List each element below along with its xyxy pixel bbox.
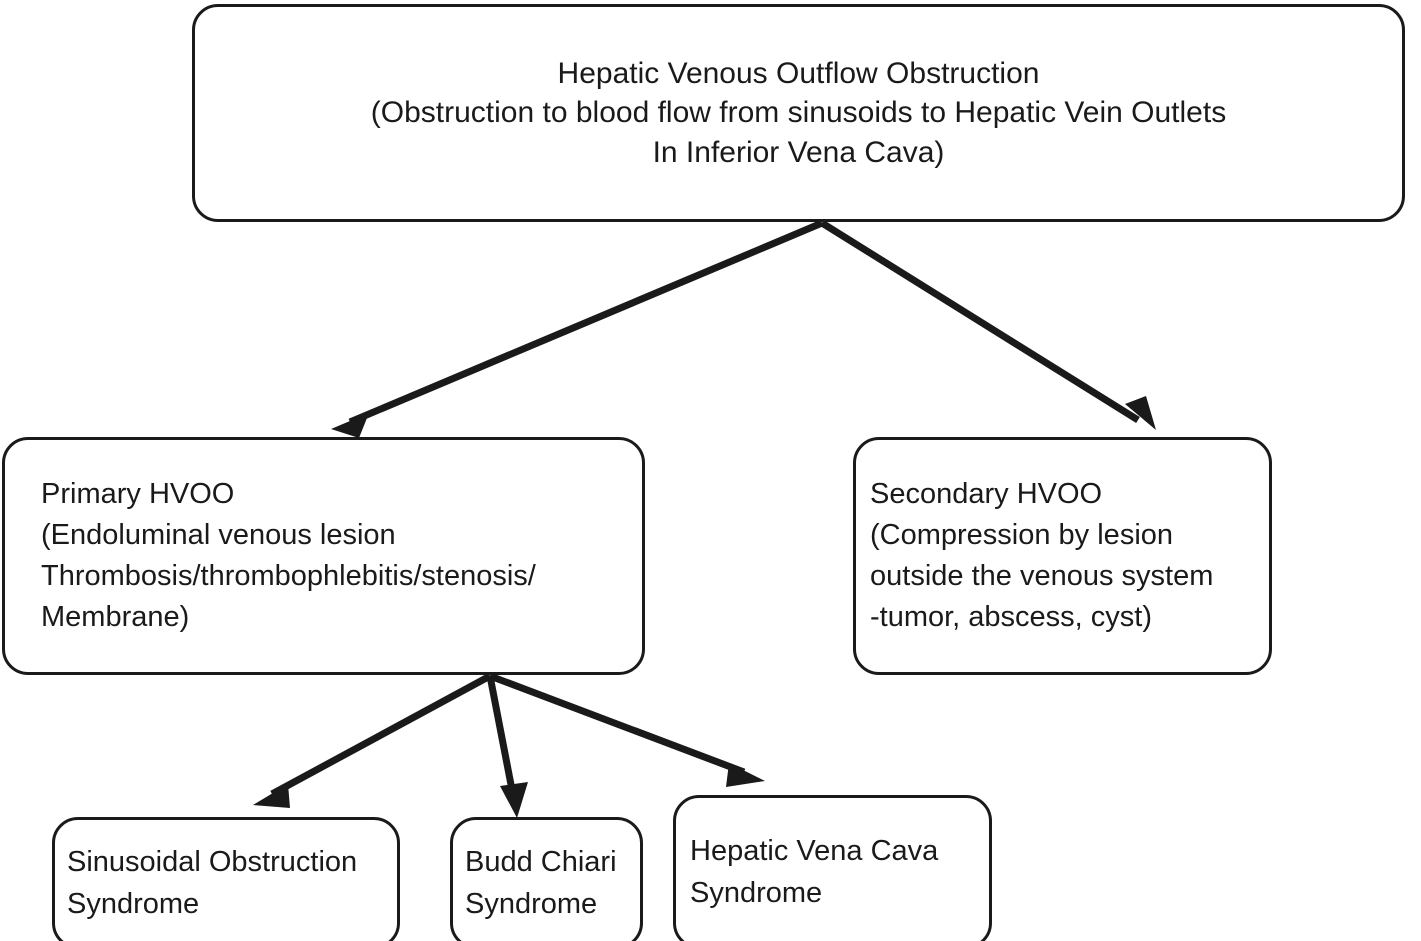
node-hepatic-venous-outflow-obstruction: Hepatic Venous Outflow Obstruction (Obst… xyxy=(192,4,1405,222)
node-primary-hvoo: Primary HVOO (Endoluminal venous lesion … xyxy=(2,437,645,675)
edge-root-to-primary xyxy=(331,219,824,438)
node-primary-label: Primary HVOO (Endoluminal venous lesion … xyxy=(41,477,536,634)
node-hepatic-vena-cava-syndrome-label: Hepatic Vena Cava Syndrome xyxy=(690,834,939,909)
edge-primary-to-budd-chiari xyxy=(486,675,528,818)
node-sinusoidal-obstruction-syndrome-label: Sinusoidal Obstruction Syndrome xyxy=(67,845,358,920)
edge-primary-to-sinusoidal xyxy=(253,672,492,808)
node-budd-chiari-syndrome: Budd Chiari Syndrome xyxy=(450,817,643,941)
node-sinusoidal-obstruction-syndrome: Sinusoidal Obstruction Syndrome xyxy=(52,817,400,941)
node-budd-chiari-syndrome-label: Budd Chiari Syndrome xyxy=(465,845,617,920)
node-hepatic-vena-cava-syndrome: Hepatic Vena Cava Syndrome xyxy=(673,795,992,941)
node-secondary-hvoo: Secondary HVOO (Compression by lesion ou… xyxy=(853,437,1272,675)
node-secondary-label: Secondary HVOO (Compression by lesion ou… xyxy=(870,477,1214,634)
edge-root-to-secondary xyxy=(820,220,1156,430)
edge-primary-to-hepatic-vena-cava xyxy=(488,672,765,787)
node-root-label: Hepatic Venous Outflow Obstruction (Obst… xyxy=(370,56,1227,169)
